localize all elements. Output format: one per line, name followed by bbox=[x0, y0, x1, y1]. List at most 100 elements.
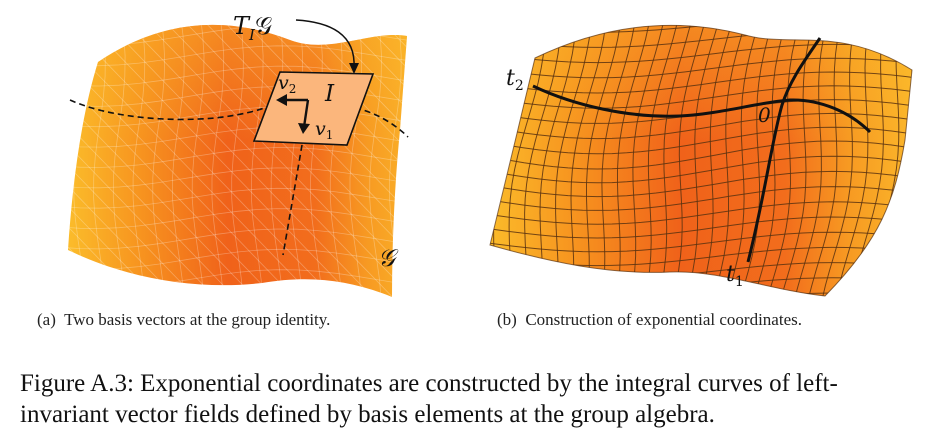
v2-arrow-head bbox=[276, 94, 287, 106]
grid-line-horizontal bbox=[490, 43, 912, 64]
mesh-line bbox=[68, 248, 407, 270]
mesh-diagonal bbox=[68, 55, 297, 298]
grid-line-vertical bbox=[524, 25, 562, 296]
basis-vectors bbox=[283, 98, 310, 128]
v1-arrow bbox=[302, 99, 310, 128]
tangent-plane bbox=[252, 71, 375, 146]
grid-line-vertical bbox=[752, 25, 790, 296]
surface-b-outline bbox=[489, 24, 913, 297]
mesh-diagonal bbox=[68, 96, 258, 298]
subfigure-b-caption: (b) Construction of exponential coordina… bbox=[497, 310, 802, 330]
mesh-diagonal bbox=[79, 24, 357, 298]
mesh-diagonal bbox=[375, 24, 407, 56]
mesh-line bbox=[231, 24, 244, 298]
subfigure-a-tag: (a) bbox=[37, 310, 56, 329]
grid-line-vertical bbox=[658, 25, 695, 296]
mesh-line bbox=[68, 289, 407, 298]
mesh-line bbox=[54, 15, 66, 300]
mesh-diagonal bbox=[118, 24, 396, 298]
grid-line-horizontal bbox=[490, 57, 912, 79]
v1-label: v1 bbox=[315, 118, 333, 142]
mesh-line bbox=[93, 24, 106, 298]
grid-line-vertical bbox=[726, 25, 763, 296]
grid-line-vertical bbox=[685, 25, 723, 296]
mesh-line bbox=[68, 45, 407, 67]
subfigure-b-tag: (b) bbox=[497, 310, 517, 329]
mesh-line bbox=[68, 65, 407, 87]
identity-label: I bbox=[324, 81, 335, 107]
grid-line-vertical bbox=[555, 25, 593, 296]
grid-line-horizontal bbox=[490, 277, 912, 294]
origin-label: 0 bbox=[758, 103, 771, 127]
t2-curve bbox=[532, 84, 872, 134]
mesh-line bbox=[68, 126, 407, 148]
subfigure-a-text: Two basis vectors at the group identity. bbox=[64, 310, 331, 329]
grid-line-vertical bbox=[699, 25, 736, 296]
grid-line-horizontal bbox=[490, 71, 912, 94]
grid-line-vertical bbox=[490, 25, 516, 296]
tangent-space-label: TI𝒢 bbox=[233, 12, 272, 44]
grid-line-vertical bbox=[739, 25, 777, 296]
mesh-diagonal bbox=[68, 136, 219, 298]
grid-line-vertical bbox=[490, 25, 500, 296]
grid-line-vertical bbox=[835, 25, 872, 296]
mesh-line bbox=[68, 228, 407, 250]
mesh-line bbox=[290, 24, 304, 298]
subfigure-b-text: Construction of exponential coordinates. bbox=[525, 310, 802, 329]
group-manifold-surface-a: TI𝒢 I v2 v1 𝒢 bbox=[54, 12, 421, 300]
mesh-line bbox=[191, 24, 205, 298]
group-manifold-surface-b: t2 t1 0 bbox=[480, 3, 920, 297]
t1-curve bbox=[746, 37, 822, 263]
mesh-diagonal bbox=[158, 24, 407, 280]
t1-label: t1 bbox=[726, 262, 744, 290]
grid-line-vertical bbox=[539, 25, 578, 296]
subfigure-a-caption: (a) Two basis vectors at the group ident… bbox=[37, 310, 330, 330]
mesh-diagonal bbox=[68, 35, 317, 298]
dashed-curve-vertical bbox=[282, 144, 303, 256]
mesh-diagonal bbox=[68, 157, 199, 298]
mesh-line bbox=[369, 24, 382, 298]
grid-line-vertical bbox=[671, 25, 709, 296]
grid-line-vertical bbox=[644, 25, 681, 296]
mesh-diagonal bbox=[68, 116, 238, 298]
grid-line-horizontal bbox=[490, 126, 912, 155]
grid-line-horizontal bbox=[490, 85, 912, 109]
mesh-line bbox=[251, 24, 264, 298]
mesh-line bbox=[132, 24, 146, 298]
grid-line-horizontal bbox=[490, 170, 912, 198]
mesh-line bbox=[68, 167, 407, 189]
mesh-line bbox=[349, 24, 363, 298]
mesh-line bbox=[68, 208, 407, 229]
mesh-line bbox=[270, 24, 284, 298]
grid-line-horizontal bbox=[490, 231, 912, 253]
mesh-line bbox=[172, 24, 185, 298]
grid-line-vertical bbox=[630, 25, 667, 296]
mesh-line bbox=[68, 147, 407, 168]
grid-line-horizontal bbox=[490, 292, 912, 296]
grid-line-horizontal bbox=[490, 201, 912, 225]
mesh-diagonal bbox=[99, 24, 376, 298]
v2-label: v2 bbox=[278, 72, 296, 96]
mesh-diagonal bbox=[138, 24, 407, 298]
grid-line-horizontal bbox=[490, 155, 912, 184]
group-label: 𝒢 bbox=[378, 244, 399, 272]
grid-line-horizontal bbox=[490, 140, 912, 170]
grid-line-horizontal bbox=[480, 3, 920, 17]
v1-arrow-head bbox=[298, 123, 310, 134]
mesh-diagonal bbox=[395, 24, 407, 36]
t2-label: t2 bbox=[506, 66, 524, 94]
tangent-space-pointer-head bbox=[349, 63, 359, 74]
mesh-line bbox=[409, 15, 421, 300]
mesh-line bbox=[152, 24, 165, 298]
mesh-line bbox=[68, 187, 407, 209]
grid-line-vertical bbox=[766, 25, 804, 296]
mesh-line bbox=[310, 24, 323, 298]
dashed-curve-horizontal bbox=[69, 99, 276, 121]
grid-line-horizontal bbox=[490, 216, 912, 239]
grid-line-horizontal bbox=[490, 186, 912, 211]
mesh-diagonal bbox=[68, 24, 337, 298]
mesh-line bbox=[112, 24, 126, 298]
mesh-line bbox=[211, 24, 225, 298]
grid-line-vertical bbox=[712, 25, 750, 296]
